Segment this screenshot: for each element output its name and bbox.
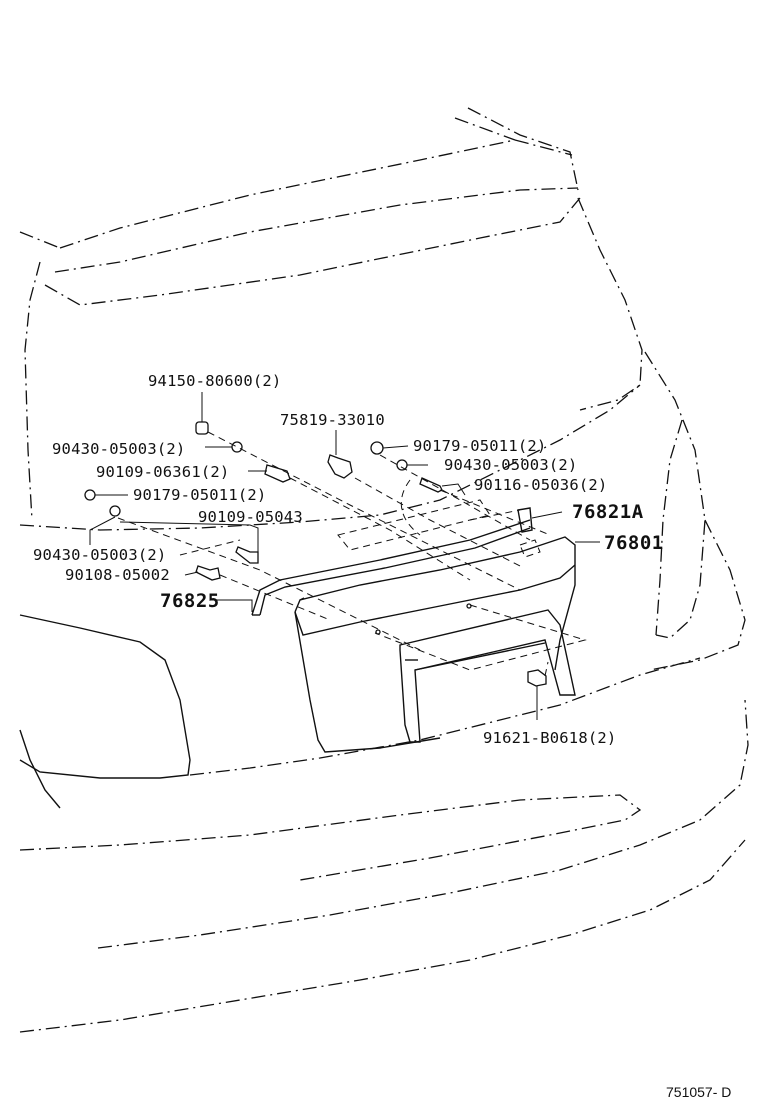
assembly-guides [117, 431, 587, 677]
label-90430-05003-c: 90430-05003(2) [444, 456, 577, 474]
label-94150-80600: 94150-80600(2) [148, 372, 281, 390]
label-91621-B0618: 91621-B0618(2) [483, 729, 616, 747]
label-76825: 76825 [160, 590, 220, 612]
garnish-76801 [251, 507, 576, 753]
label-90430-05003-b: 90430-05003(2) [33, 546, 166, 564]
label-75819-33010: 75819-33010 [280, 411, 385, 429]
vehicle-body-outline [19, 107, 749, 1033]
label-90116-05036: 90116-05036(2) [474, 476, 607, 494]
leader-lines [89, 392, 600, 720]
label-76801: 76801 [604, 532, 664, 554]
label-90108-05002: 90108-05002 [65, 566, 170, 584]
part-labels: 94150-80600(2) 90430-05003(2) 90109-0636… [33, 372, 664, 747]
figure-id: 751057- D [666, 1084, 731, 1100]
label-90430-05003-a: 90430-05003(2) [52, 440, 185, 458]
label-76821A: 76821A [572, 501, 644, 523]
label-90109-06361: 90109-06361(2) [96, 463, 229, 481]
fasteners [84, 421, 547, 687]
label-90179-05011-b: 90179-05011(2) [413, 437, 546, 455]
label-90109-05043: 90109-05043 [198, 508, 303, 526]
label-90179-05011-a: 90179-05011(2) [133, 486, 266, 504]
